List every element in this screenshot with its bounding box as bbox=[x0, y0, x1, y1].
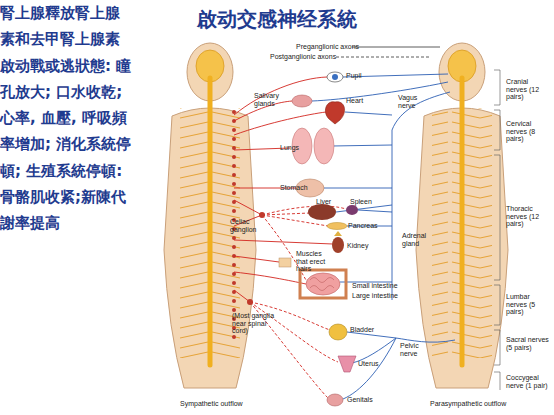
bracket bbox=[494, 70, 500, 390]
legend-line bbox=[352, 47, 440, 48]
axon bbox=[234, 240, 333, 244]
spleen bbox=[346, 205, 358, 215]
organ-label: Genitals bbox=[347, 396, 373, 404]
outflow-label: Sympathetic outflow bbox=[180, 400, 243, 408]
note-label: (Most ganglia near spinal cord) bbox=[232, 312, 284, 335]
vagus bbox=[392, 92, 450, 300]
nerve-label: Cranial nerves (12 pairs) bbox=[506, 78, 550, 101]
axon bbox=[324, 112, 392, 282]
eye bbox=[327, 72, 343, 82]
ganglion bbox=[247, 299, 253, 305]
axon bbox=[312, 82, 448, 101]
skin bbox=[279, 258, 291, 267]
small-intestine bbox=[306, 273, 340, 295]
organ-label: Stomach bbox=[280, 184, 308, 192]
genitals bbox=[327, 394, 343, 406]
salivary-gland bbox=[292, 95, 312, 107]
ganglion-label: Celiac ganglion bbox=[230, 218, 262, 233]
organ-label: Liver bbox=[316, 198, 331, 206]
organ-label: Kidney bbox=[347, 242, 368, 250]
legend-text: Preganglionic axons bbox=[296, 43, 359, 51]
uterus bbox=[338, 356, 356, 372]
side-note: 啟动戰或逃狀態: 瞳孔放大; 口水收乾; 心率, 血壓, 呼吸頻率增加; 消化系… bbox=[0, 53, 132, 237]
spinal-cord bbox=[208, 78, 213, 365]
legend-text: Postganglionic axons bbox=[270, 53, 336, 61]
organ-label: Salivary glands bbox=[254, 92, 284, 107]
pancreas bbox=[327, 223, 347, 230]
spinal-cord bbox=[460, 78, 465, 365]
sympathetic-axons bbox=[234, 77, 346, 398]
parasympathetic-axons bbox=[312, 74, 455, 399]
side-note: 腎上腺釋放腎上腺素和去甲腎上腺素 bbox=[0, 0, 132, 53]
lung bbox=[314, 128, 334, 164]
slide-title: 啟动交感神经系統 bbox=[0, 6, 554, 33]
organ-label: Pancreas bbox=[348, 222, 378, 230]
adrenal bbox=[334, 231, 342, 236]
organ-label: Small intestine bbox=[352, 282, 398, 290]
outflow-label: Parasympathetic outflow bbox=[430, 400, 506, 408]
organ-label: Lungs bbox=[280, 144, 299, 152]
legend-line bbox=[336, 57, 430, 58]
pelvic bbox=[396, 338, 455, 342]
organ-label: Uterus bbox=[358, 360, 379, 368]
axon bbox=[234, 77, 327, 115]
nerve-label: Pelvic nerve bbox=[400, 342, 428, 357]
nerve-label: Thoracic nerves (12 pairs) bbox=[506, 205, 550, 228]
nerve-label: Cervical nerves (8 pairs) bbox=[506, 120, 550, 143]
bladder bbox=[329, 324, 347, 340]
liver bbox=[308, 204, 336, 220]
large-intestine bbox=[300, 270, 346, 298]
organ-label: Muscles that erect hairs bbox=[296, 250, 332, 273]
nerve-label: Vagus nerve bbox=[398, 94, 424, 109]
heart bbox=[325, 102, 344, 124]
organ-label: Adrenal gland bbox=[402, 232, 432, 247]
axon bbox=[234, 272, 306, 284]
nerve-label: Lumbar nerves (5 pairs) bbox=[506, 293, 550, 316]
organ-label: Bladder bbox=[350, 326, 374, 334]
organ-label: Spleen bbox=[350, 198, 372, 206]
axon bbox=[234, 112, 326, 135]
organ-label: Pupil bbox=[346, 72, 362, 80]
nerve-label: Sacral nerves (5 pairs) bbox=[506, 336, 550, 351]
axon bbox=[234, 256, 279, 262]
organ-label: Heart bbox=[346, 97, 363, 105]
intestine-coil bbox=[310, 278, 334, 291]
pupil bbox=[332, 74, 338, 80]
nerve-label: Coccygeal nerve (1 pair) bbox=[506, 374, 550, 389]
ganglion bbox=[259, 212, 265, 218]
organ-label: Large intestine bbox=[352, 292, 398, 300]
kidney bbox=[332, 237, 344, 253]
